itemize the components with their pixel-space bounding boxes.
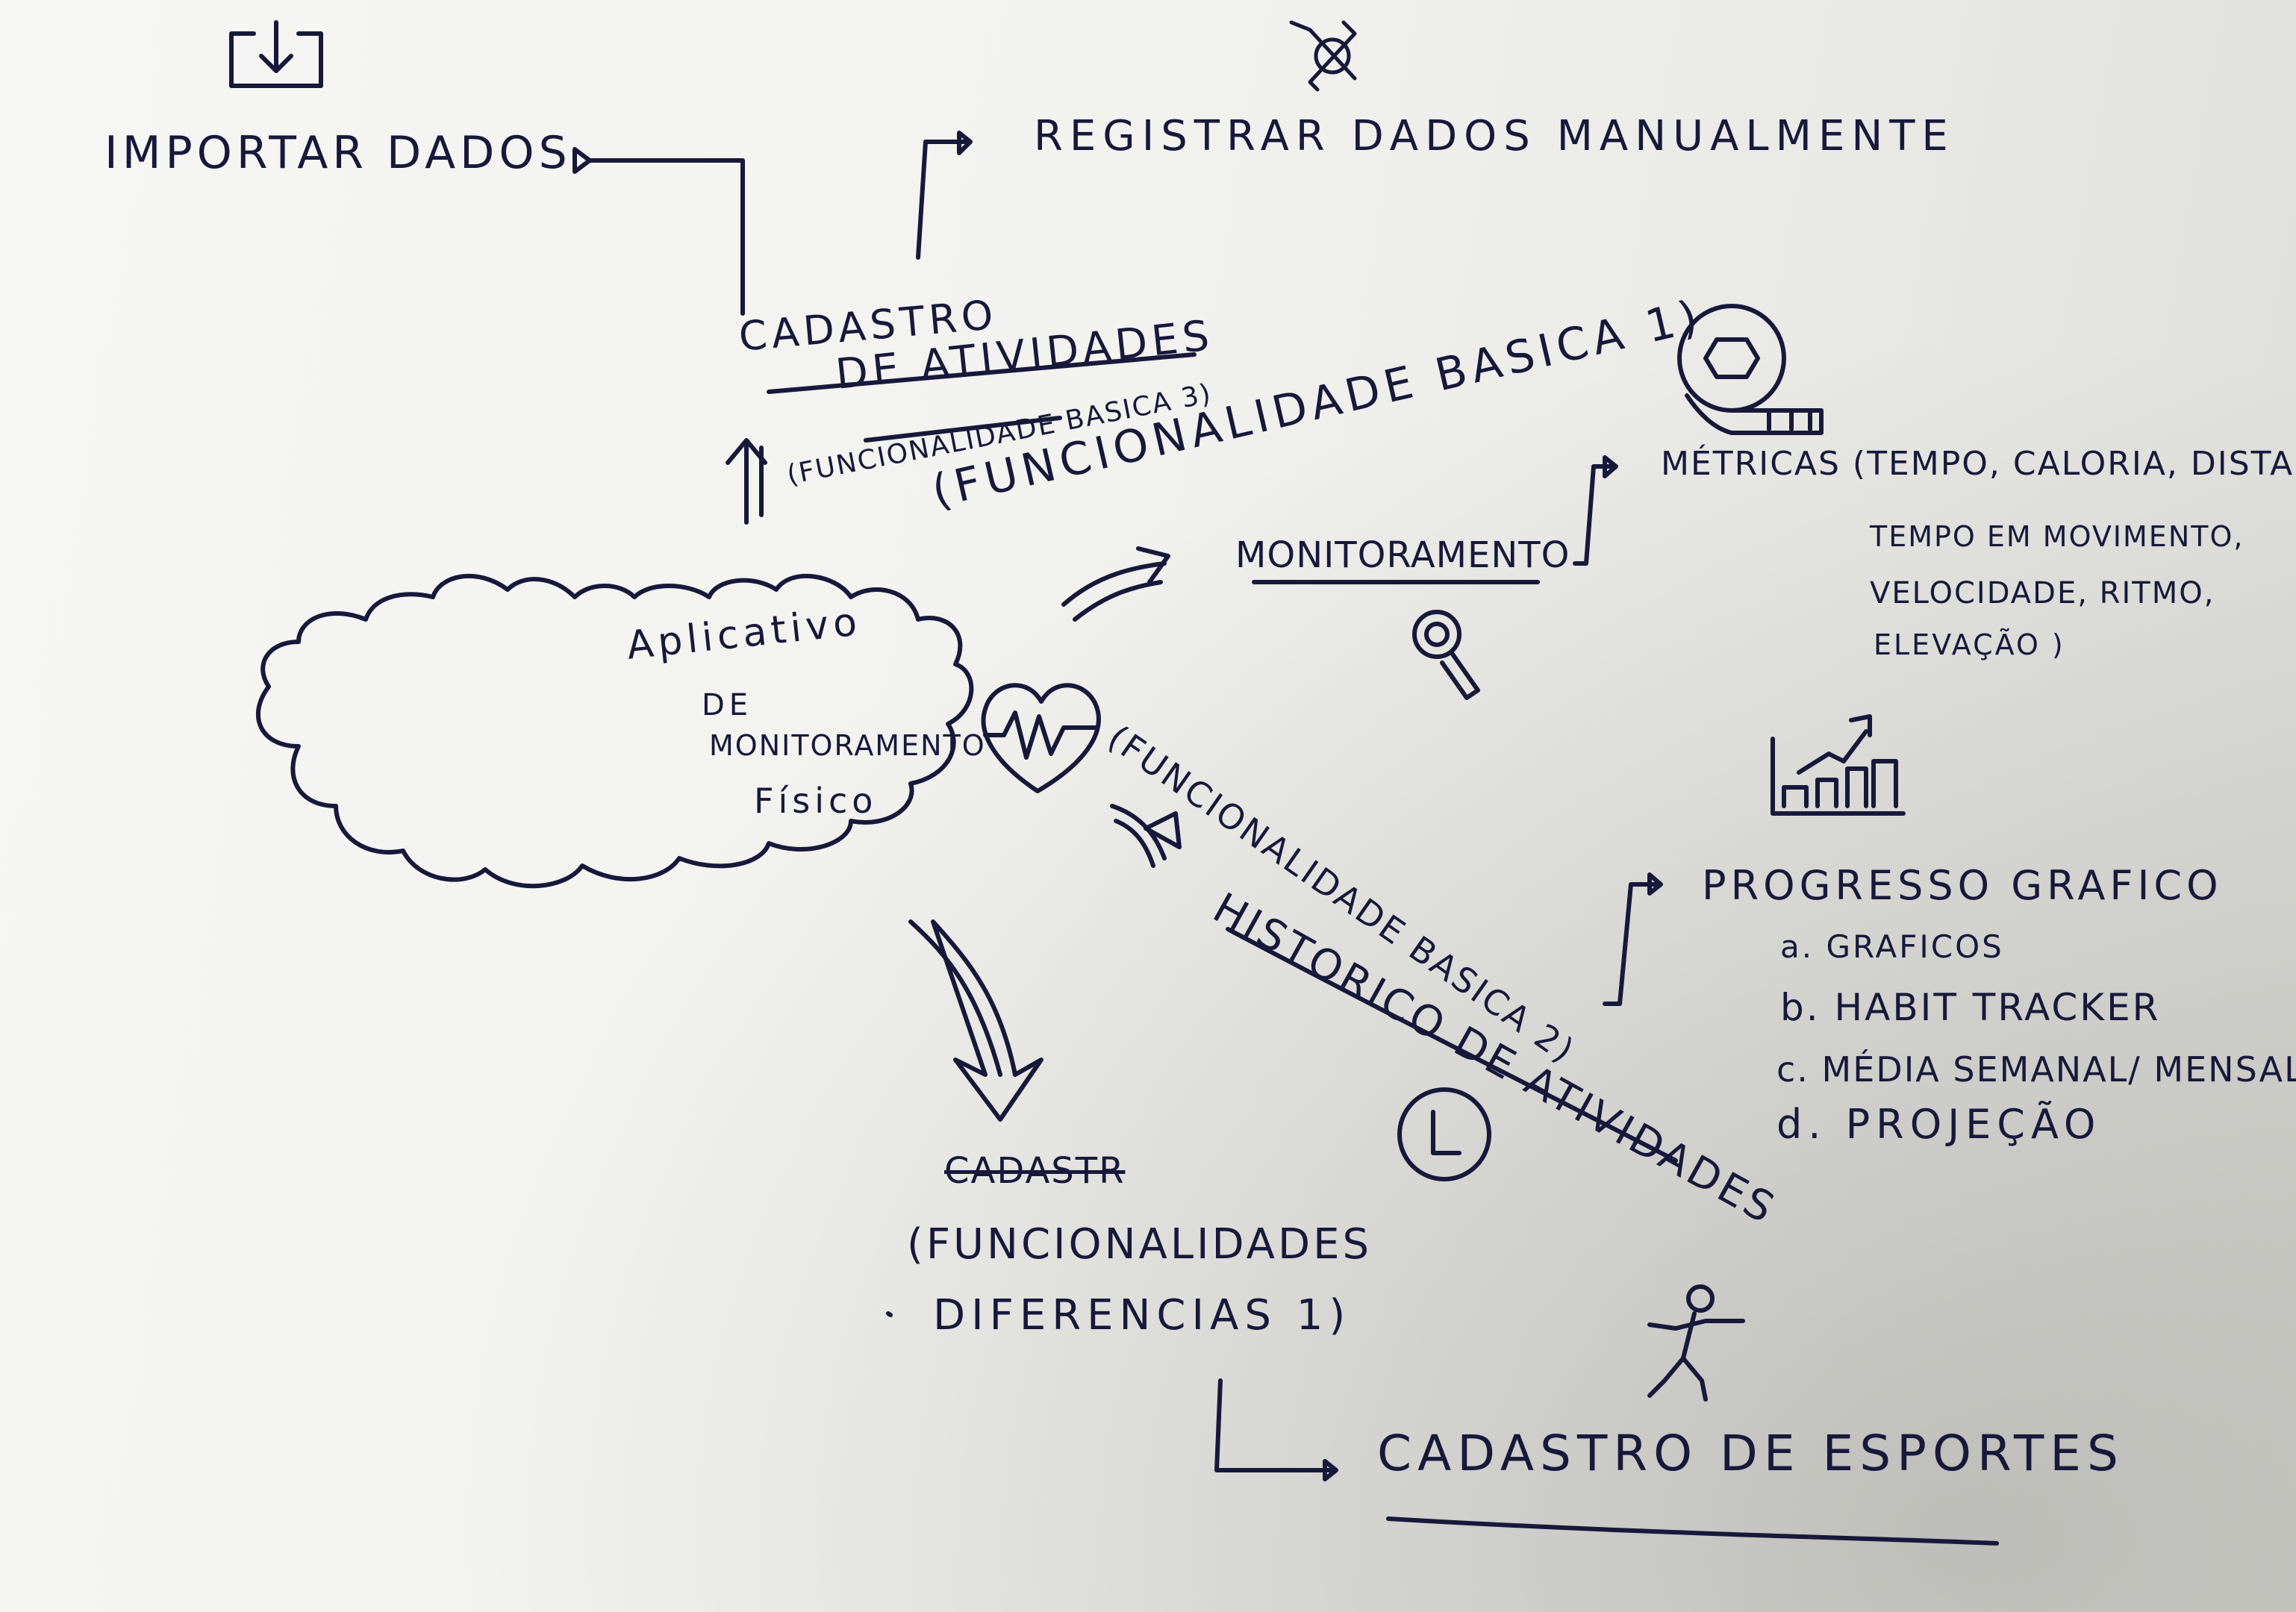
athlete-icon bbox=[1647, 1284, 1745, 1402]
underline-cadastro bbox=[767, 352, 1197, 394]
importar-dados: IMPORTAR DADOS bbox=[104, 127, 572, 179]
bar-chart-growth-icon bbox=[1771, 714, 1906, 816]
arrow-center-to-cadastro-esportes bbox=[908, 919, 1044, 1122]
funcionalidades-diferencias-line1: (FUNCIONALIDADES bbox=[907, 1220, 1373, 1269]
registrar-dados-manualmente: REGISTRAR DADOS MANUALMENTE bbox=[1034, 112, 1955, 160]
arrow-center-to-cadastro bbox=[726, 438, 767, 525]
funcionalidades-diferencias-line2: DIFERENCIAS 1) bbox=[933, 1291, 1352, 1340]
progresso-item-b: b. HABIT TRACKER bbox=[1780, 986, 2161, 1029]
arrow-center-to-historico bbox=[1110, 804, 1182, 868]
heart-pulse-icon bbox=[981, 683, 1101, 793]
cadastro-de-esportes: CADASTRO DE ESPORTES bbox=[1377, 1425, 2124, 1482]
magnifier-icon bbox=[1412, 610, 1480, 700]
underline-esportes bbox=[1386, 1516, 1999, 1546]
progresso-item-c: c. MÉDIA SEMANAL/ MENSAL bbox=[1776, 1049, 2296, 1090]
center-title-line3: MONITORAMENTO bbox=[709, 729, 986, 762]
underline-cadastro-2 bbox=[864, 416, 1062, 443]
metricas-line1: MÉTRICAS (TEMPO, CALORIA, DISTANCIA, bbox=[1661, 445, 2296, 483]
connector-progresso bbox=[1603, 872, 1663, 1006]
central-cloud bbox=[255, 573, 974, 889]
progresso-item-a: a. GRAFICOS bbox=[1780, 928, 2004, 965]
underline-historico bbox=[1226, 927, 1678, 1163]
metricas-line3: VELOCIDADE, RITMO, bbox=[1870, 576, 2215, 610]
center-title-line2: DE bbox=[702, 688, 753, 722]
connector-metricas bbox=[1573, 455, 1618, 566]
connector-importar bbox=[573, 147, 745, 316]
struck-cadastro: CADASTR bbox=[944, 1150, 1126, 1192]
tools-icon bbox=[1289, 20, 1357, 92]
progresso-item-d: d. PROJEÇÃO bbox=[1776, 1101, 2102, 1148]
center-title-line4: Físico bbox=[754, 781, 878, 821]
progresso-grafico-title: PROGRESSO GRAFICO bbox=[1702, 862, 2223, 909]
dot-mark bbox=[886, 1311, 893, 1317]
connector-esportes bbox=[1214, 1378, 1338, 1481]
clock-icon bbox=[1397, 1087, 1491, 1181]
import-icon bbox=[229, 20, 323, 88]
measuring-tape-icon bbox=[1677, 304, 1824, 435]
metricas-line2: TEMPO EM MOVIMENTO, bbox=[1870, 520, 2244, 553]
monitoramento-title: MONITORAMENTO bbox=[1235, 534, 1570, 576]
arrow-center-to-monitoramento bbox=[1061, 546, 1170, 622]
connector-registrar bbox=[916, 131, 973, 260]
metricas-line4: ELEVAÇÃO ) bbox=[1874, 628, 2065, 661]
